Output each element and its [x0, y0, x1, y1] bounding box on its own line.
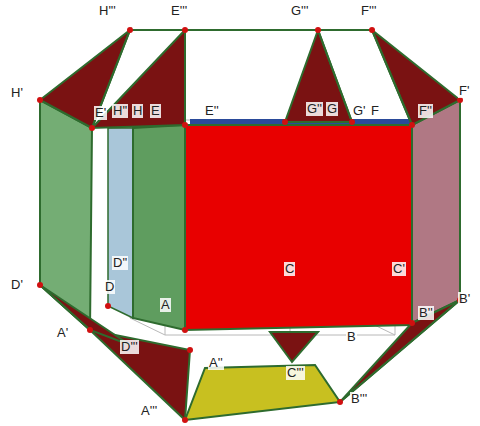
point-label: F — [370, 104, 380, 118]
point-label: H'' — [112, 104, 128, 118]
point-label: C''' — [286, 366, 305, 380]
point-label: A'' — [208, 356, 224, 370]
point-label: H — [132, 104, 143, 118]
point-label: G''' — [290, 4, 310, 18]
point-label: G' — [352, 104, 367, 118]
point-label: A' — [56, 326, 69, 340]
point-label: D'' — [112, 256, 128, 270]
point-label: H''' — [98, 4, 117, 18]
point-label: G — [326, 102, 338, 116]
point-label: B' — [458, 292, 471, 306]
point-label: H' — [10, 86, 24, 100]
point-label: F'' — [418, 104, 433, 118]
point-label: E'' — [204, 104, 220, 118]
point-label: D' — [10, 278, 24, 292]
point-label: C' — [392, 262, 406, 276]
point-label: C — [284, 262, 295, 276]
point-label: B'' — [418, 306, 434, 320]
point-label: B — [346, 330, 357, 344]
point-label: F' — [458, 84, 470, 98]
point-label: G'' — [306, 102, 323, 116]
point-label: A''' — [140, 404, 158, 418]
point-label: B''' — [350, 392, 368, 406]
point-label: E — [150, 104, 161, 118]
point-label: A — [160, 298, 171, 312]
point-label: E''' — [170, 4, 188, 18]
point-label: E' — [94, 106, 107, 120]
point-label: D — [104, 280, 115, 294]
point-label: D''' — [120, 340, 139, 354]
point-label: F''' — [360, 4, 377, 18]
